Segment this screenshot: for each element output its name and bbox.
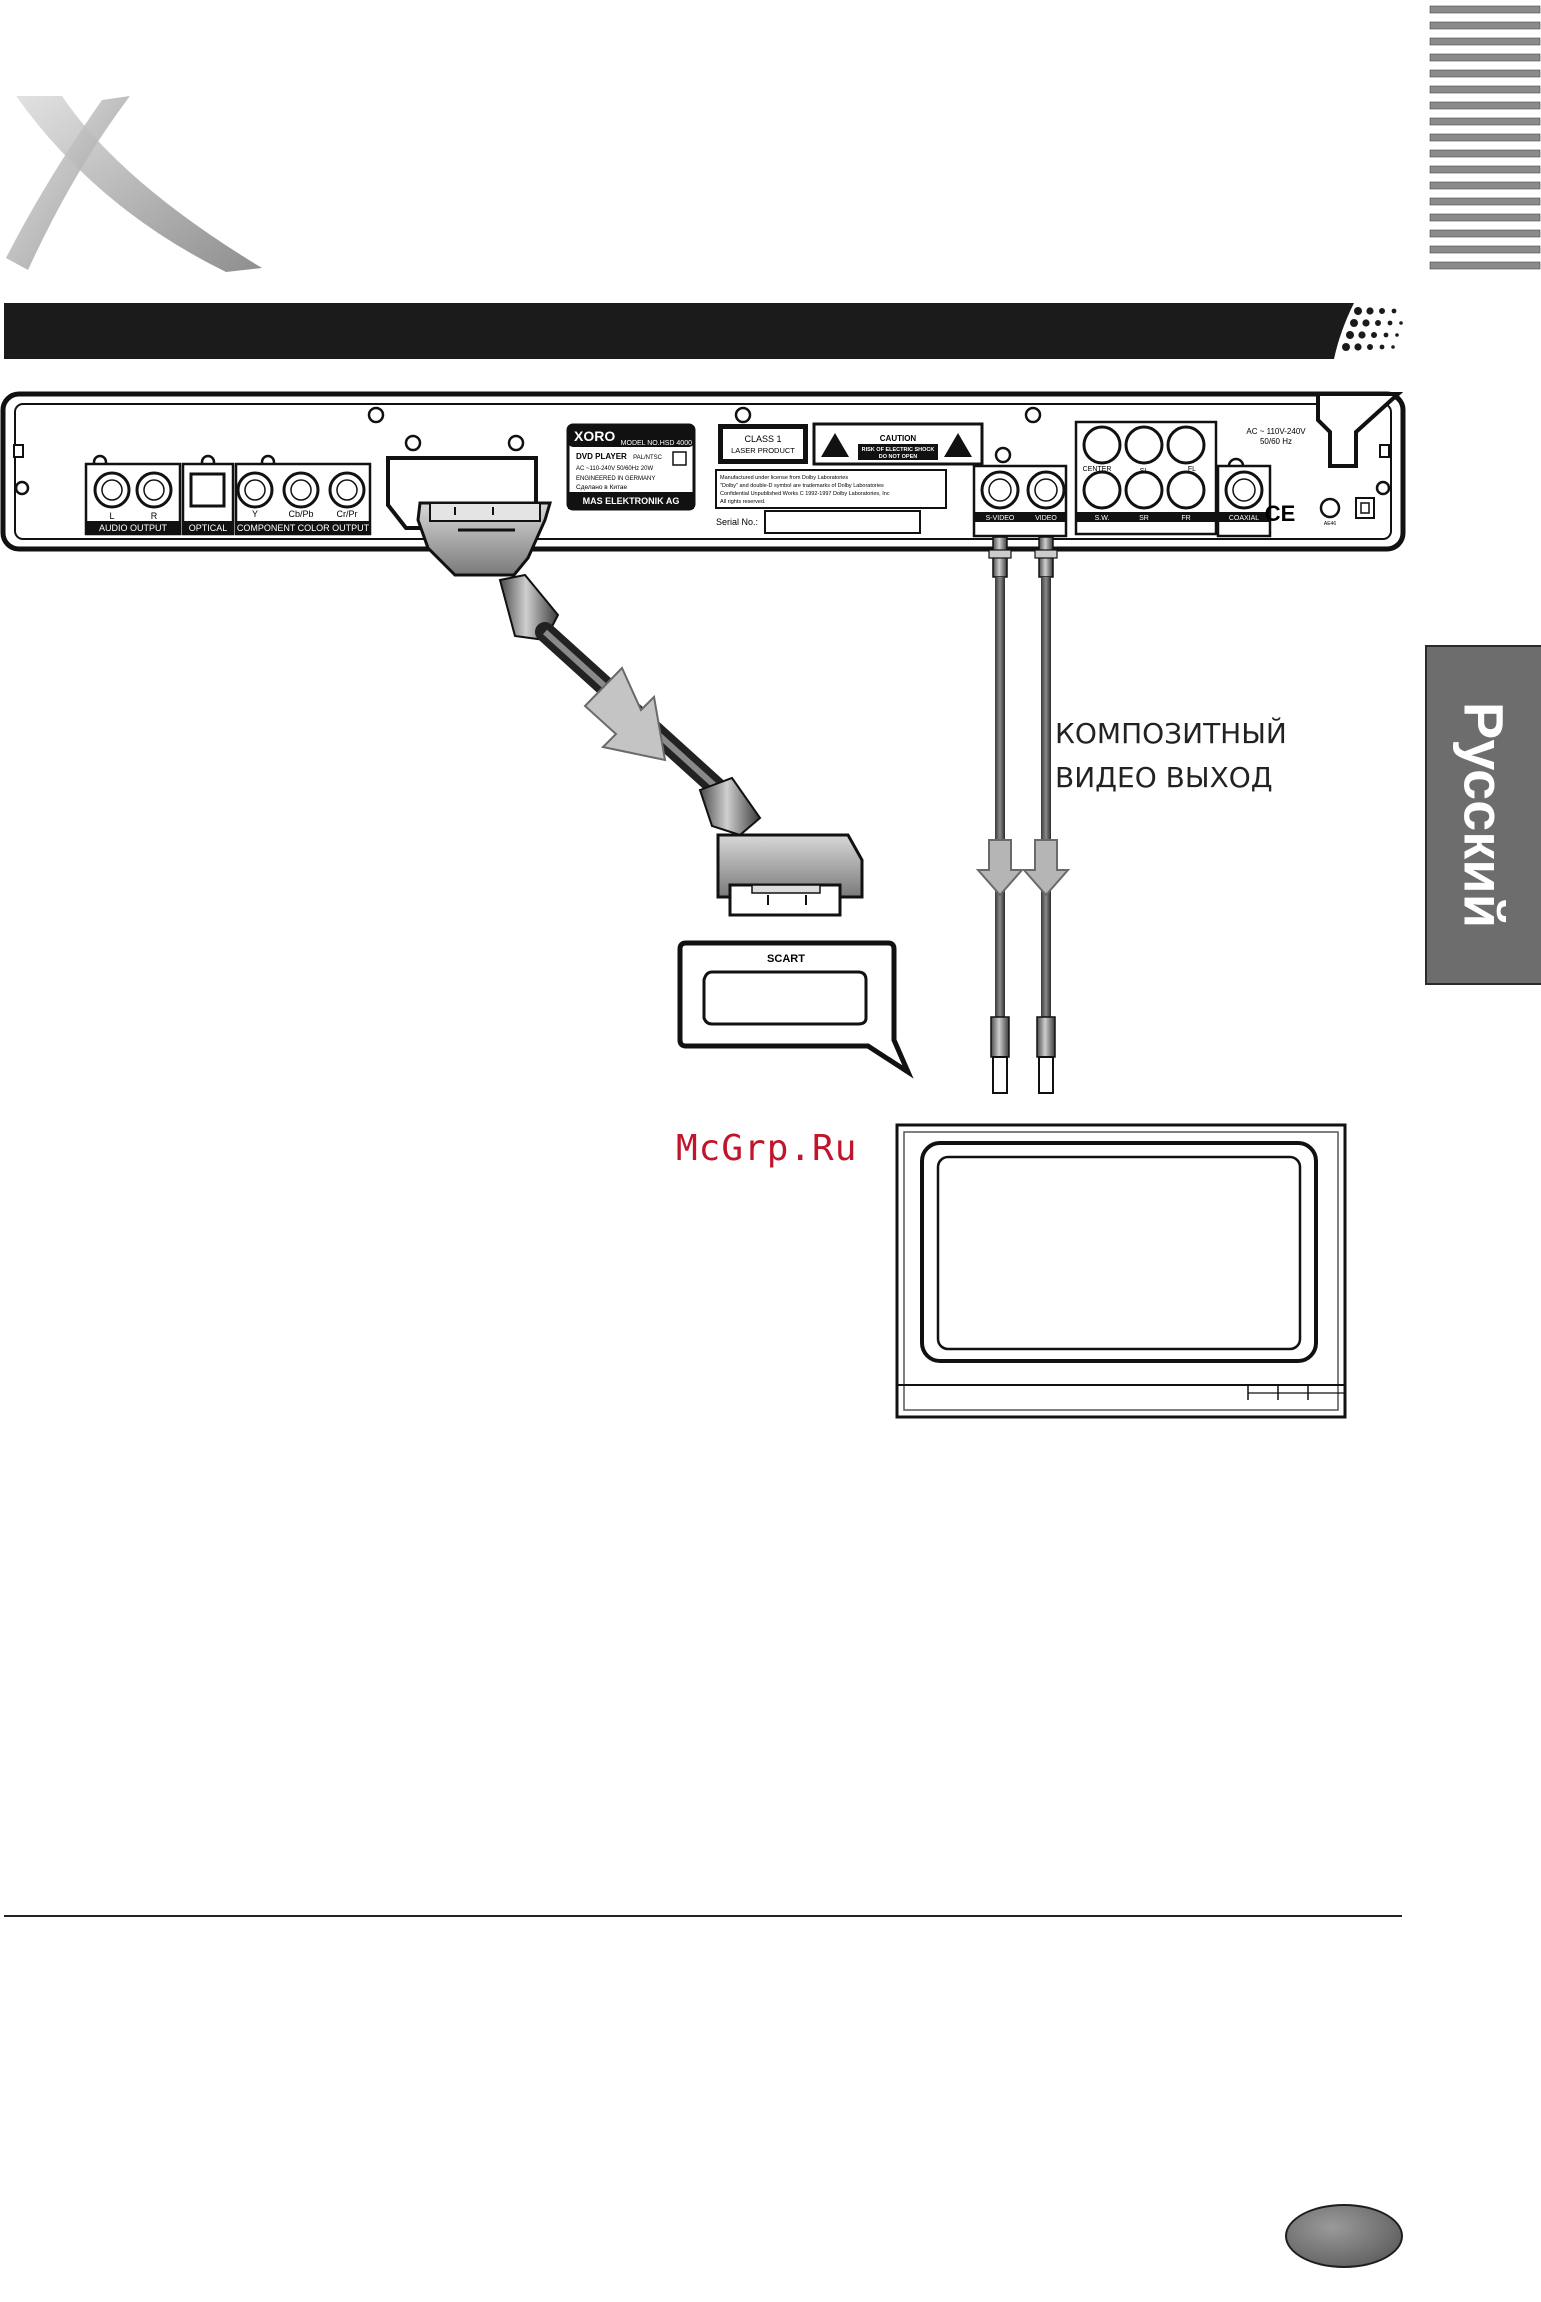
component-jack-y [236, 471, 274, 509]
video-arrow-left [975, 839, 1025, 897]
serial-label: Serial No.: [716, 517, 758, 527]
coaxial-jack [1224, 470, 1264, 510]
label-fl: FL [1188, 466, 1196, 473]
power-inlet [1316, 392, 1404, 468]
rating-product: DVD PLAYER [576, 452, 627, 461]
rating-company: MAS ELEKTRONIK AG [583, 496, 680, 506]
language-tab: Русский [1425, 645, 1541, 985]
scart-label: SCART [767, 953, 805, 965]
jack-sw [1082, 470, 1122, 510]
jack-sl [1124, 425, 1164, 465]
rating-made-in: Сделано в Китае [576, 484, 627, 491]
exclamation-warning-icon [944, 433, 972, 457]
laser-class-label: CLASS 1 LASER PRODUCT [718, 424, 808, 464]
language-tab-label: Русский [1452, 701, 1516, 929]
shock-warning-icon [821, 433, 849, 457]
ac-line2: 50/60 Hz [1260, 437, 1292, 446]
dolby-line3: Confidential Unpublished Works C 1992-19… [720, 491, 890, 497]
dolby-notice: Manufactured under license from Dolby La… [715, 469, 947, 509]
caution-line2: DO NOT OPEN [879, 454, 918, 460]
label-sr: SR [1139, 515, 1149, 522]
laser-class-line2: LASER PRODUCT [731, 446, 795, 455]
brand-x-logo [6, 96, 262, 272]
label-comp-cb: Cb/Pb [288, 509, 313, 519]
label-comp-y: Y [252, 509, 258, 519]
ac-line1: AC ~ 110V-240V [1246, 427, 1306, 436]
component-jack-cb [282, 471, 320, 509]
label-video: VIDEO [1035, 515, 1057, 522]
caution-label: CAUTION RISK OF ELECTRIC SHOCK DO NOT OP… [812, 422, 984, 466]
scart-plug-tv [698, 776, 864, 917]
label-audio-r: R [151, 511, 158, 521]
dolby-line1: Manufactured under license from Dolby La… [720, 475, 848, 481]
label-sl: SL [1140, 468, 1149, 475]
certification-icon [1319, 497, 1341, 519]
svideo-jack [980, 470, 1020, 510]
label-sw: S.W. [1095, 515, 1110, 522]
tv-screen [936, 1155, 1302, 1351]
rating-system: PAL/NTSC [633, 455, 663, 461]
label-component-output: COMPONENT COLOR OUTPUT [237, 523, 370, 533]
composite-video-caption: КОМПОЗИТНЫЙ ВИДЕО ВЫХОД [1055, 712, 1345, 800]
jack-sr [1124, 470, 1164, 510]
jack-center [1082, 425, 1122, 465]
label-coaxial: COAXIAL [1229, 515, 1259, 522]
label-comp-cr: Cr/Pr [337, 509, 358, 519]
video-jack [1026, 470, 1066, 510]
caution-line1: RISK OF ELECTRIC SHOCK [862, 447, 935, 453]
label-audio-l: L [109, 511, 114, 521]
connection-diagram: L R AUDIO OUTPUT OPTICAL Y Cb/Pb Cr/Pr C… [0, 391, 1406, 1419]
scart-plug-player [416, 501, 560, 642]
laser-class-line1: CLASS 1 [744, 434, 781, 444]
caption-line2: ВИДЕО ВЫХОД [1055, 761, 1273, 794]
header-stripes [1429, 5, 1541, 270]
component-jack-cr [328, 471, 366, 509]
dolby-line2: "Dolby" and double-D symbol are trademar… [720, 483, 884, 489]
label-center: CENTER [1083, 466, 1112, 473]
caution-title: CAUTION [880, 434, 917, 443]
serial-field [764, 510, 921, 534]
label-fr: FR [1181, 515, 1190, 522]
optical-port [189, 472, 226, 508]
rating-brand: XORO [574, 428, 615, 444]
tv-set [895, 1123, 1347, 1419]
scart-callout: SCART [677, 940, 914, 1079]
rating-plate: XORO MODEL NO.HSD 4000 DVD PLAYER PAL/NT… [566, 423, 696, 511]
rating-power: AC ~110-240V 50/60Hz 20W [576, 466, 653, 472]
caption-line1: КОМПОЗИТНЫЙ [1055, 717, 1287, 750]
double-insulation-icon [1355, 497, 1375, 519]
dvd-rear-panel: L R AUDIO OUTPUT OPTICAL Y Cb/Pb Cr/Pr C… [0, 391, 1406, 552]
title-bar [4, 303, 1403, 359]
dolby-line4: All rights reserved. [720, 499, 766, 505]
footer-rule [4, 1915, 1402, 1917]
label-svideo: S-VIDEO [986, 515, 1015, 522]
page-number-badge [1285, 2204, 1403, 2268]
jack-fl [1166, 425, 1206, 465]
rating-engineered: ENGINEERED IN GERMANY [576, 476, 655, 482]
ce-mark: CE [1265, 501, 1296, 526]
label-optical: OPTICAL [189, 523, 228, 533]
cert-code: AE46 [1324, 521, 1336, 527]
audio-jack-r [135, 471, 173, 509]
rating-model: MODEL NO.HSD 4000 [621, 440, 692, 447]
watermark: McGrp.Ru [676, 1128, 858, 1169]
rca-cables [988, 536, 1058, 1094]
jack-fr [1166, 470, 1206, 510]
audio-jack-l [93, 471, 131, 509]
video-arrow-right [1021, 839, 1071, 897]
label-audio-output: AUDIO OUTPUT [99, 523, 168, 533]
scart-direction-arrow [583, 666, 667, 762]
